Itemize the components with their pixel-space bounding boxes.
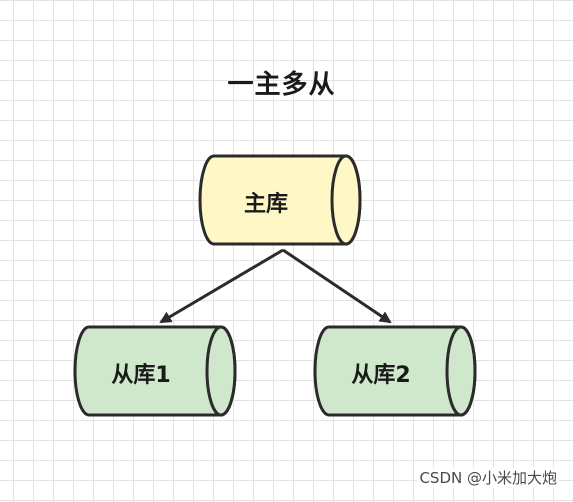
watermark-text: CSDN @小米加大炮 xyxy=(417,467,559,488)
master-db-label: 主库 xyxy=(243,192,288,217)
master-db-node xyxy=(198,154,362,246)
edge-master-to-slave1 xyxy=(159,248,284,324)
slave2-db-node xyxy=(313,325,477,417)
edge-master-to-slave2 xyxy=(282,248,392,324)
diagram-title: 一主多从 xyxy=(227,70,336,100)
slave1-db-label: 从库1 xyxy=(111,363,171,388)
slave2-db-label: 从库2 xyxy=(351,363,411,388)
slave1-db-node xyxy=(73,325,237,417)
